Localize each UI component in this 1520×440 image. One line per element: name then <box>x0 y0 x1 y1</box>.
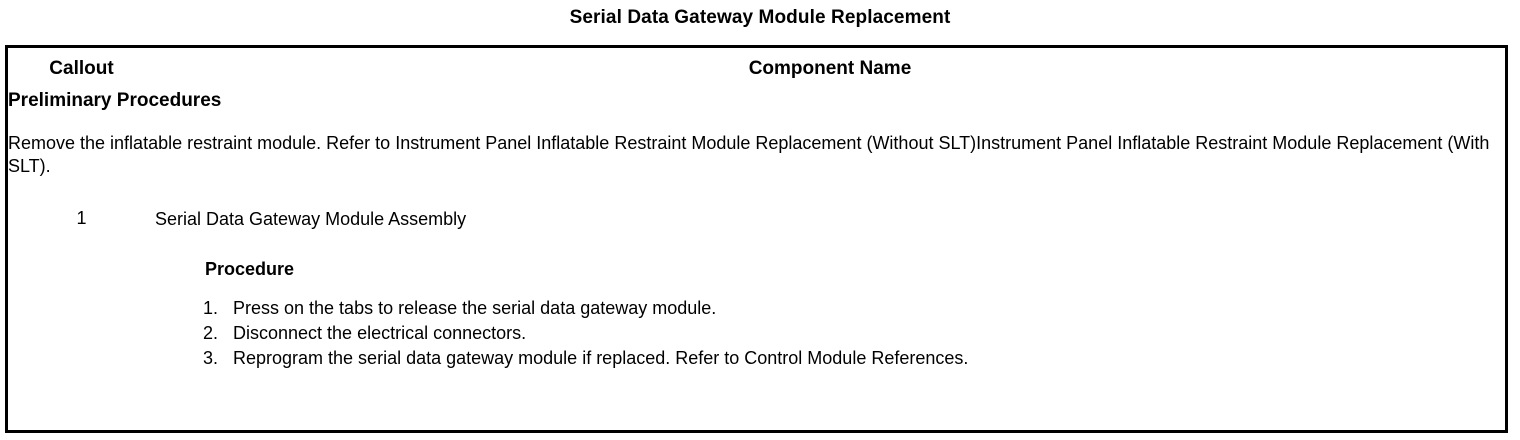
component-name-text: Serial Data Gateway Module Assembly <box>155 209 467 230</box>
table-header-row: Callout Component Name <box>8 48 1505 90</box>
list-item: Press on the tabs to release the serial … <box>223 296 1505 321</box>
preliminary-procedures-heading: Preliminary Procedures <box>8 90 222 111</box>
table-row: 1 Serial Data Gateway Module Assembly Pr… <box>8 208 1505 430</box>
callout-number-cell: 1 <box>76 208 87 229</box>
component-detail-cell: Serial Data Gateway Module Assembly Proc… <box>155 208 1505 430</box>
preliminary-procedures-cell: Preliminary Procedures Remove the inflat… <box>8 90 1505 208</box>
procedure-step-list: Press on the tabs to release the serial … <box>155 280 1505 371</box>
list-item: Reprogram the serial data gateway module… <box>223 346 1505 371</box>
procedure-heading: Procedure <box>205 259 295 280</box>
component-table-container: Callout Component Name Preliminary Proce… <box>5 45 1508 433</box>
column-header-component-name: Component Name <box>748 58 912 79</box>
preliminary-procedures-row: Preliminary Procedures Remove the inflat… <box>8 90 1505 208</box>
column-header-callout: Callout <box>49 58 114 79</box>
list-item: Disconnect the electrical connectors. <box>223 321 1505 346</box>
page-title: Serial Data Gateway Module Replacement <box>569 7 951 28</box>
preliminary-procedures-text: Remove the inflatable restraint module. … <box>8 133 1490 176</box>
component-table: Callout Component Name Preliminary Proce… <box>8 48 1505 430</box>
